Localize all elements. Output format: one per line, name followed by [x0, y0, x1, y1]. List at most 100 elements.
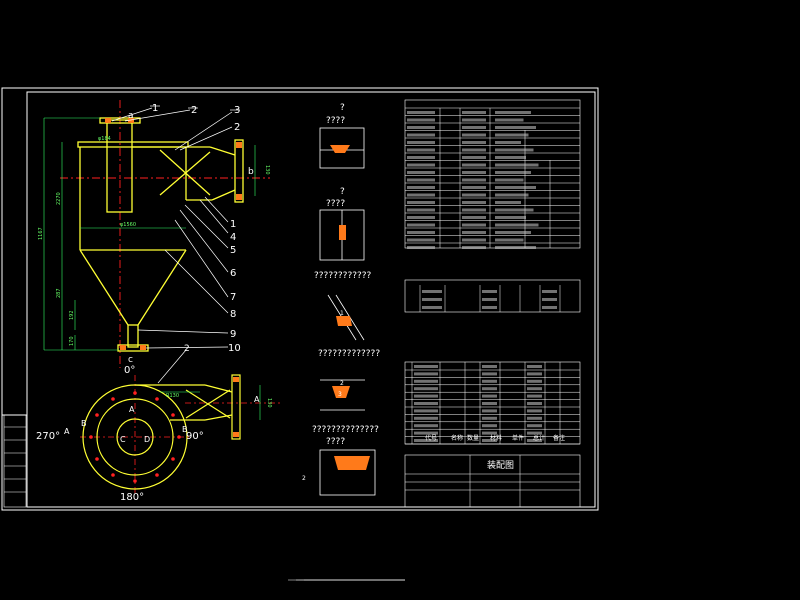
mark-a: a [128, 111, 134, 121]
spec-text-bar [462, 231, 486, 234]
title-block-main-title: 装配图 [487, 459, 514, 471]
spec-text-bar [462, 141, 486, 144]
parts-text-bar [482, 431, 497, 435]
parts-text-bar [482, 394, 497, 398]
spec-text-bar [407, 156, 435, 159]
nozzle-text-bar [482, 306, 497, 309]
callout-8: 8 [230, 309, 236, 320]
parts-header-1: 名称 [451, 434, 463, 442]
spec-text-bar [495, 141, 521, 144]
spec-text-bar [407, 148, 435, 152]
spec-text-bar [407, 118, 435, 122]
mark-A-right: A [254, 395, 260, 404]
mark-C: C [120, 435, 126, 444]
parts-text-bar [527, 365, 542, 368]
parts-text-bar [414, 379, 438, 383]
spec-text-bar [407, 111, 435, 114]
spec-text-bar [462, 126, 486, 129]
plan-callout-leader [157, 349, 187, 384]
spec-text-bar [407, 171, 435, 174]
parts-text-bar [414, 365, 438, 368]
dim-vert-5: 170 [69, 336, 75, 346]
flange-hatch [105, 118, 242, 350]
parts-header-2: 数量 [467, 434, 479, 442]
parts-text-bar [482, 387, 497, 391]
spec-text-bar [407, 178, 435, 182]
spec-text-bar [462, 111, 486, 114]
nozzle-text-bar [482, 298, 497, 301]
plan-labels: 0° 270° 90° 180° A A A B B C D R130 130 … [36, 344, 272, 503]
parts-text-bar [482, 439, 497, 442]
main-elevation-view: φ184 φ1560 1167 2270 287 192 170 130 [38, 100, 270, 368]
detail-mark-2: 2 [340, 380, 344, 387]
spec-text-bar [495, 171, 531, 174]
dim-vert-2: 2270 [56, 192, 62, 205]
callout-2: 2 [191, 105, 197, 116]
detail-frames [319, 127, 376, 496]
callout-5: 5 [230, 245, 236, 256]
parts-text-bar [414, 439, 438, 442]
nozzle-text-bar [422, 290, 442, 293]
spec-text-bar [407, 126, 435, 129]
detail-views: ? ???? ? ???? ???????????? ?????????????… [302, 103, 380, 496]
title-block [404, 454, 581, 508]
centerlines [60, 100, 270, 368]
spec-text-bar [407, 163, 435, 167]
spec-text-bar [462, 246, 486, 249]
spec-text-bar [495, 216, 526, 219]
nozzle-text-bar [542, 298, 557, 301]
mark-A-left: A [64, 427, 70, 436]
nozzle-text-bar [542, 290, 557, 293]
detail-mark-1: 1 [340, 310, 344, 317]
plan-view: 0° 270° 90° 180° A A A B B C D R130 130 … [36, 344, 280, 503]
detail-titles: ? ???? ? ???? ???????????? ?????????????… [302, 103, 380, 482]
detail-title-3: ? [340, 187, 345, 197]
detail-title-4: ???? [326, 199, 345, 209]
parts-text-bar [527, 379, 542, 383]
detail-title-2: ???? [326, 116, 345, 126]
spec-text-bar [495, 193, 529, 197]
spec-text-bar [407, 193, 435, 197]
angle-left: 270° [36, 431, 60, 442]
angle-top: 0° [124, 365, 135, 376]
spec-text-bar [462, 118, 486, 122]
parts-text-bar [414, 416, 438, 420]
detail-title-5: ???????????? [314, 271, 372, 281]
parts-text-bar [482, 379, 497, 383]
parts-text-bar [482, 416, 497, 420]
plan-hatch [233, 377, 239, 437]
spec-text-bar [407, 208, 435, 212]
nozzle-text-bar [422, 306, 442, 309]
parts-text-bar [482, 402, 497, 405]
mark-B-right: B [182, 425, 188, 434]
detail-title-6: ????????????? [318, 349, 380, 359]
spec-text-bar [462, 163, 486, 167]
plan-callout: 2 [184, 344, 190, 354]
spec-text-bar [495, 156, 526, 159]
detail-title-7: ?????????????? [312, 425, 379, 435]
spec-text-bar [462, 133, 486, 137]
parts-text-bar [414, 424, 438, 428]
nozzle-table [404, 279, 581, 313]
callout-leaders [111, 105, 240, 349]
detail-title-1: ? [340, 103, 345, 113]
dim-vert-3: 287 [56, 288, 62, 298]
spec-text-bar [495, 238, 524, 242]
bolt-holes [89, 391, 181, 483]
spec-text-bar [407, 141, 435, 144]
spec-text-bar [462, 216, 486, 219]
spec-text-bar [407, 223, 435, 227]
margin-table [3, 414, 27, 508]
nozzle-text-bar [422, 298, 442, 301]
spec-text-bar [462, 156, 486, 159]
callout-9: 9 [230, 329, 236, 340]
dim-top: φ184 [98, 136, 111, 142]
callout-6: 6 [230, 268, 236, 279]
mark-A-center: A [129, 405, 135, 414]
parts-text-bar [482, 372, 497, 376]
callout-2b: 2 [234, 122, 240, 133]
parts-text-bar [414, 394, 438, 398]
plan-outline [82, 374, 241, 490]
plan-centerlines [80, 375, 280, 495]
